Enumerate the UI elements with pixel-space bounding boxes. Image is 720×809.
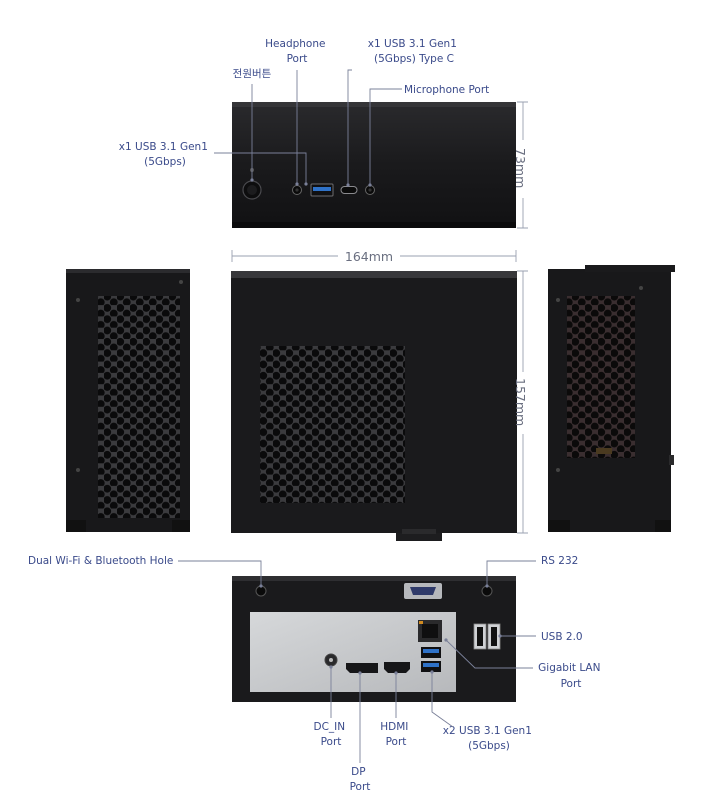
- leader-lines: [214, 69, 402, 187]
- front-panel-body: [232, 102, 516, 228]
- gigabit-lan-label: Gigabit LAN Port: [538, 662, 604, 690]
- usb-type-c-label: x1 USB 3.1 Gen1 (5Gbps) Type C: [368, 38, 460, 65]
- usb-a-label: x1 USB 3.1 Gen1 (5Gbps): [119, 141, 211, 168]
- height-dimension-73: 73mm: [513, 101, 528, 229]
- displayport-icon: [346, 663, 378, 673]
- height-dimension-157: 157mm: [513, 270, 528, 534]
- usb-a-port-icon: [421, 647, 441, 658]
- headphone-port-label: Headphone Port: [265, 38, 329, 65]
- rj45-port-icon: [418, 620, 442, 642]
- height-dimension-label: 73mm: [513, 148, 528, 188]
- width-dimension-label: 164mm: [345, 249, 393, 264]
- power-button-label: 전원버튼: [233, 68, 272, 80]
- rs232-label: RS 232: [541, 555, 578, 567]
- usb-2-ports: [473, 623, 501, 650]
- wifi-bluetooth-label: Dual Wi-Fi & Bluetooth Hole: [28, 555, 173, 567]
- right-side-view: [548, 265, 675, 532]
- depth-dimension-label: 157mm: [513, 378, 528, 426]
- dc-jack-icon: [324, 653, 338, 667]
- usb2-label: USB 2.0: [541, 631, 583, 643]
- audio-jack-icon: [292, 185, 302, 195]
- left-side-view: [66, 269, 190, 532]
- dp-label: DP Port: [350, 766, 371, 793]
- power-button-icon: [242, 180, 262, 200]
- audio-jack-icon: [365, 185, 375, 195]
- usb-a-port-icon: [421, 661, 441, 672]
- usb-a-port-icon: [310, 183, 334, 197]
- serial-port-icon: [396, 529, 442, 541]
- width-dimension-164: 164mm: [231, 249, 517, 264]
- usb-c-port-icon: [340, 186, 358, 194]
- hdmi-port-icon: [384, 662, 410, 673]
- top-panel-view: Headphone Port x1 USB 3.1 Gen1 (5Gbps) T…: [119, 38, 528, 229]
- rear-io-view: Dual Wi-Fi & Bluetooth Hole RS 232 USB 2…: [28, 555, 604, 793]
- rear-leader-lines: [178, 560, 536, 763]
- dc-in-label: DC_IN Port: [314, 721, 349, 748]
- usb31-rear-label: x2 USB 3.1 Gen1 (5Gbps): [443, 725, 535, 752]
- center-top-view: 157mm: [231, 270, 528, 541]
- hdmi-label: HDMI Port: [380, 721, 411, 748]
- microphone-port-label: Microphone Port: [404, 84, 489, 96]
- serial-port-icon: [404, 583, 442, 599]
